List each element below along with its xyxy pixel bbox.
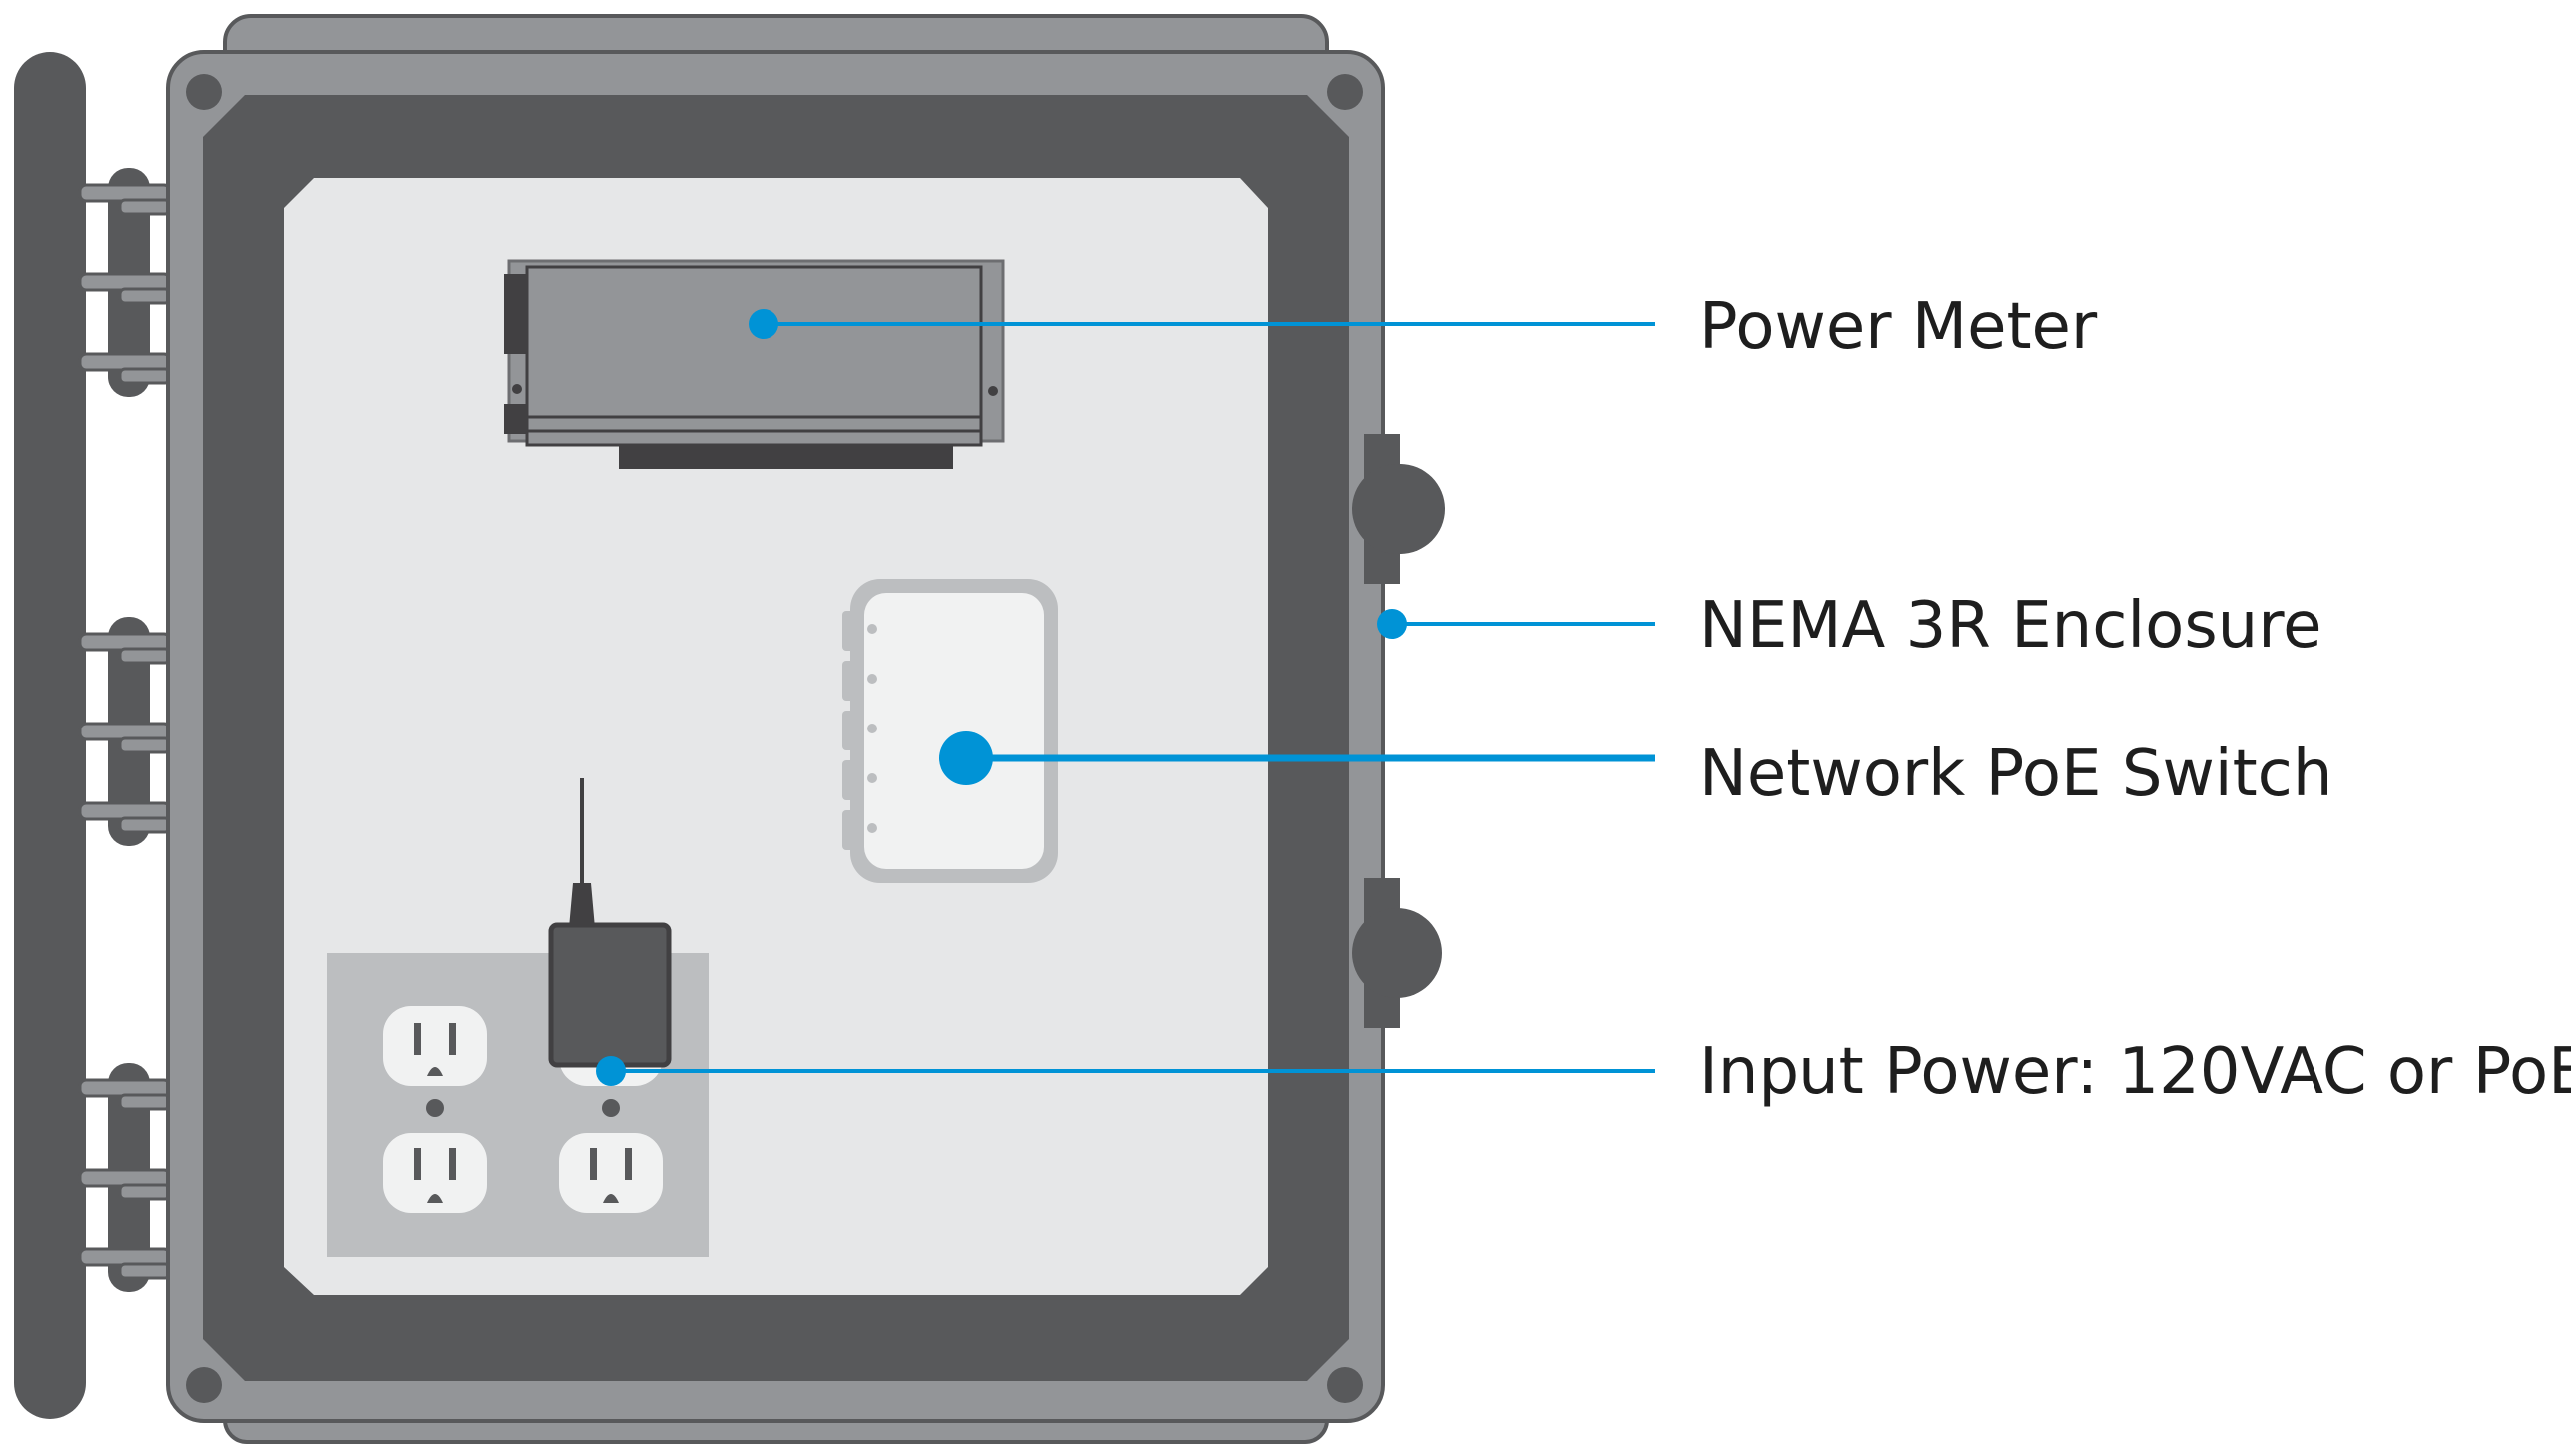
hinge-knuckles-middle bbox=[78, 617, 172, 846]
power-meter-icon bbox=[504, 259, 1005, 469]
callout-lines bbox=[596, 309, 1655, 1086]
latch-icon bbox=[1352, 434, 1445, 1028]
callout-labels: Power Meter NEMA 3R Enclosure Network Po… bbox=[1699, 290, 2571, 1109]
outlet-receptacle bbox=[383, 1006, 487, 1086]
corner-screws bbox=[186, 74, 1363, 1403]
callout-dot-poe-switch bbox=[939, 731, 993, 785]
label-power-meter: Power Meter bbox=[1699, 290, 2098, 364]
hinge-knuckles-bottom bbox=[78, 1063, 172, 1292]
power-adapter-icon bbox=[548, 778, 672, 1068]
hinge-icon bbox=[14, 52, 172, 1419]
label-poe-switch: Network PoE Switch bbox=[1699, 737, 2332, 811]
callout-dot-power-meter bbox=[749, 309, 778, 339]
label-enclosure: NEMA 3R Enclosure bbox=[1699, 589, 2322, 663]
outlet-receptacle bbox=[559, 1133, 663, 1213]
callout-dot-input-power bbox=[596, 1056, 626, 1086]
label-input-power: Input Power: 120VAC or PoE bbox=[1699, 1035, 2571, 1109]
outlet-receptacle bbox=[383, 1133, 487, 1213]
poe-switch-icon bbox=[842, 579, 1058, 883]
callout-dot-enclosure bbox=[1377, 609, 1407, 639]
hinge-knuckles-top bbox=[78, 168, 172, 397]
